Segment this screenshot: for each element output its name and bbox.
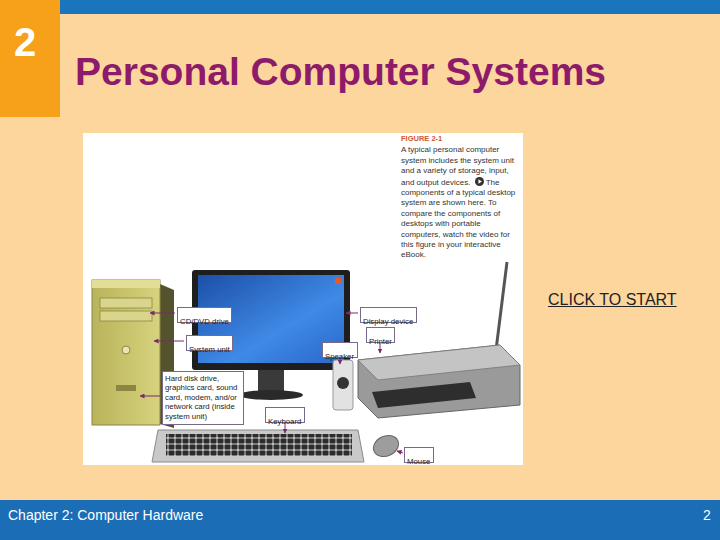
callout-box: CD/DVD drive	[177, 307, 232, 323]
leader-line	[397, 451, 403, 453]
play-icon	[475, 177, 484, 186]
figure-number: FIGURE 2-1	[401, 134, 442, 143]
callout-box: Hard disk drive, graphics card, sound ca…	[162, 371, 244, 425]
callout-box: Display device	[360, 307, 417, 323]
slide-title: Personal Computer Systems	[75, 50, 606, 94]
leader-line	[140, 396, 160, 397]
leader-line	[154, 341, 184, 342]
start-link: CLICK TO START	[548, 291, 677, 309]
leader-line	[150, 313, 175, 314]
leader-lines	[140, 313, 403, 453]
callout-label: Printer	[369, 337, 392, 346]
callout-label: System unit	[189, 345, 230, 354]
callout-label: CD/DVD drive	[180, 317, 229, 326]
callout-box: System unit	[186, 335, 233, 351]
callout-box: Mouse	[404, 447, 434, 463]
page-number: 2	[703, 507, 711, 523]
figure-photo	[83, 133, 523, 465]
leader-line	[346, 313, 358, 314]
callout-label: Speaker	[325, 352, 354, 361]
callout-box: Printer	[366, 327, 395, 343]
callout-label: Hard disk drive, graphics card, sound ca…	[165, 374, 241, 421]
figure-caption: The components of a typical desktop syst…	[401, 178, 515, 260]
callout-label: Display device	[363, 317, 413, 326]
space	[470, 178, 472, 187]
chapter-number: 2	[14, 20, 36, 65]
callout-label: Keyboard	[268, 417, 301, 426]
callout-box: Speaker	[322, 342, 358, 358]
callout-label: Mouse	[407, 457, 430, 466]
footer-text: Chapter 2: Computer Hardware	[8, 507, 203, 523]
caption-body: A typical personal computer system inclu…	[401, 145, 522, 260]
callout-box: Keyboard	[265, 407, 305, 423]
caption-block: FIGURE 2-1 A typical personal computer sy…	[401, 134, 522, 261]
caption-heading-row: FIGURE 2-1	[401, 134, 522, 144]
